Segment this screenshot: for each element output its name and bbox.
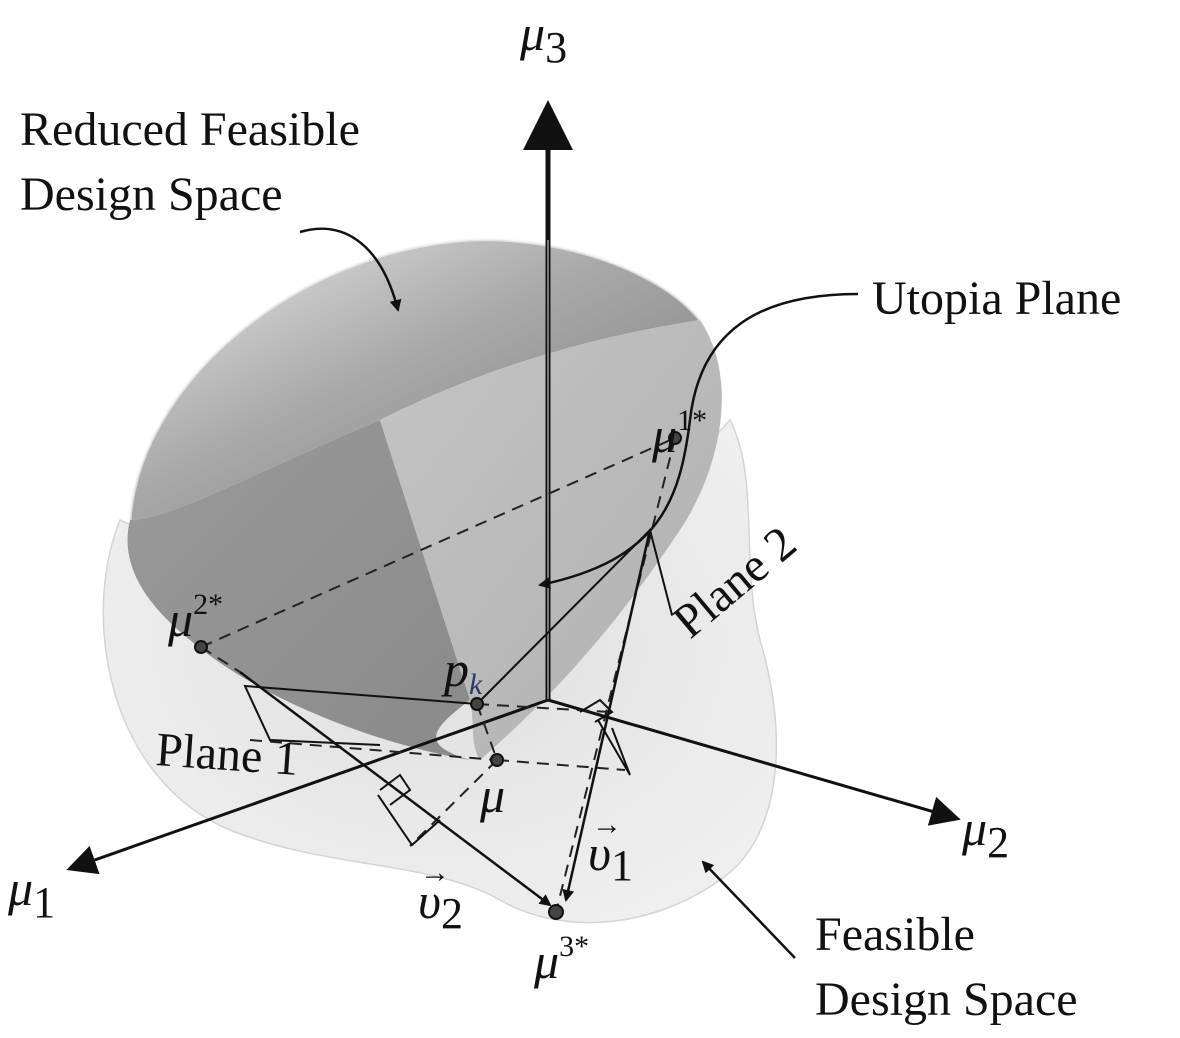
pk-label: pk [441,641,483,701]
v2-arrow-glyph: → [420,856,450,889]
utopia-plane-edges [200,437,676,913]
v1-label: υ1 [588,825,633,890]
point-mu3star [548,904,564,920]
point-mu [490,753,504,767]
mu1-axis [66,698,549,875]
plane-1-label: Plane 1 [154,723,300,786]
reduced-space-left-face [127,420,470,760]
mu2star-label: μ2* [167,588,223,647]
reduced-space-label-line2: Design Space [20,168,283,221]
feasible-space-label-line1: Feasible [815,908,975,961]
utopia-plane-callout-arrow [538,292,859,589]
mu1-axis-label: μ1 [7,860,55,927]
plane-1-outline [243,684,478,847]
reduced-feasible-design-space [127,238,722,760]
mu2-axis-label: μ2 [961,800,1009,867]
diagram-points [194,431,682,920]
reduced-space-top-cap [130,239,700,521]
mu1star-label: μ1* [651,404,707,463]
v2-label: υ2 [418,873,463,938]
mu-label: μ [479,767,505,823]
point-pk [470,697,484,711]
v1-arrow-glyph: → [592,808,622,841]
mu3star-label: μ3* [533,930,589,989]
vector-v1 [562,529,652,902]
reduced-space-label-line1: Reduced Feasible [20,103,360,156]
utopia-plane-label: Utopia Plane [872,272,1121,325]
reduced-space-right-face [380,320,722,760]
vector-v2 [239,671,552,907]
mu3-axis-label: μ3 [519,5,567,72]
point-mu2star [194,640,208,654]
mu2-axis [547,698,961,826]
reduced-space-callout-arrow [299,227,402,312]
feasible-space-callout-arrow [701,860,796,959]
point-mu1star [668,431,682,445]
feasible-space-label-line2: Design Space [815,973,1078,1026]
